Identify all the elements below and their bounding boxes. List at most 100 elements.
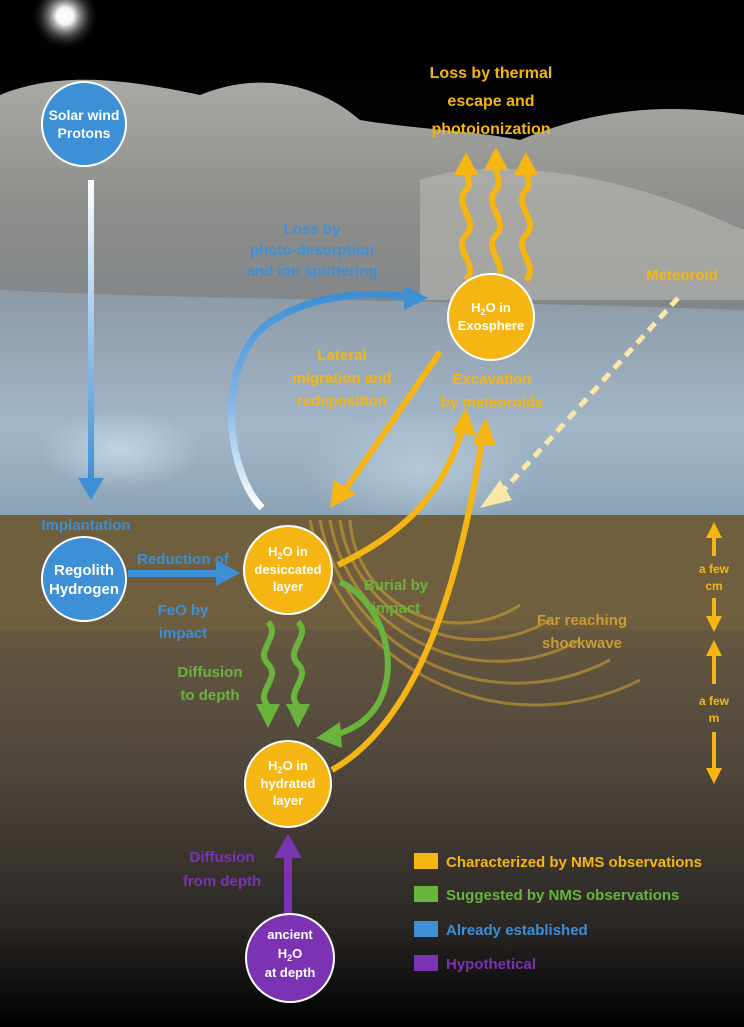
label-thermal-escape-2: escape and — [447, 93, 534, 110]
legend-swatch-hypothetical — [414, 955, 438, 971]
reduction-arrow-shaft — [128, 570, 218, 577]
node-desiccated-formula: H2O in — [268, 544, 308, 561]
thermal-arrowhead-2 — [484, 147, 508, 170]
diffusion-arrowhead-1 — [256, 704, 280, 728]
legend-label-hypothetical: Hypothetical — [446, 956, 536, 973]
legend-swatch-suggested — [414, 886, 438, 902]
node-regolith-line1: Regolith — [54, 562, 114, 579]
node-ancient-line1: ancient — [267, 927, 313, 942]
label-burial-2: impact — [372, 600, 420, 617]
label-shockwave-1: Far reaching — [537, 612, 627, 629]
node-exosphere-formula: H2O in — [471, 300, 511, 317]
node-regolith-line2: Hydrogen — [49, 581, 119, 598]
lateral-migration-arrowhead — [330, 480, 356, 508]
lateral-migration-arrow — [342, 350, 443, 492]
label-scale-m-1: a few — [699, 694, 730, 708]
thermal-arrowhead-1 — [454, 152, 478, 175]
burial-arrowhead — [316, 722, 342, 748]
legend-swatch-characterized — [414, 853, 438, 869]
legend-label-established: Already established — [446, 922, 588, 939]
reduction-arrowhead — [216, 560, 240, 586]
label-scale-cm: a few cm — [699, 562, 730, 593]
label-diffusion-from: Diffusion from depth — [183, 849, 261, 890]
node-desiccated-line3: layer — [273, 579, 303, 594]
node-solar-wind: Solar wind Protons — [41, 81, 127, 167]
node-hydrated: H2O in hydrated layer — [244, 740, 332, 828]
label-lateral: Lateral migration and redeposition — [292, 347, 391, 410]
legend-label-characterized: Characterized by NMS observations — [446, 854, 702, 871]
label-diffusion-from-2: from depth — [183, 873, 261, 890]
node-exosphere: H2O in Exosphere — [447, 273, 535, 361]
meteoroid-arrow — [500, 296, 680, 494]
label-burial-1: Burial by — [364, 577, 429, 594]
label-thermal-escape-1: Loss by thermal — [430, 65, 553, 82]
implantation-arrow-shaft — [88, 180, 94, 480]
node-hydrated-formula: H2O in — [268, 758, 308, 775]
burial-arrow — [334, 579, 391, 738]
node-regolith-hydrogen: Regolith Hydrogen — [41, 536, 127, 622]
label-reduction-2a: FeO by — [158, 602, 210, 619]
node-solar-wind-line1: Solar wind — [49, 107, 120, 123]
label-excavation-2: by meteoroids — [441, 394, 544, 411]
excavation-arrowhead-2 — [472, 418, 496, 446]
label-photo-desorption-1: Loss by — [284, 221, 341, 238]
implantation-arrowhead — [78, 478, 104, 500]
diffusion-arrowhead-2 — [286, 704, 310, 728]
label-lateral-3: redeposition — [297, 393, 387, 410]
label-scale-m: a few m — [699, 694, 730, 725]
label-burial: Burial by impact — [364, 577, 429, 617]
legend-item-suggested: Suggested by NMS observations — [414, 886, 679, 904]
label-implantation: Implantation — [41, 517, 130, 534]
label-shockwave: Far reaching shockwave — [537, 612, 627, 652]
node-ancient-line3: at depth — [265, 965, 316, 980]
label-excavation: Excavation by meteoroids — [441, 371, 544, 411]
label-photo-desorption-2: photo-desorption — [250, 242, 374, 259]
photo-desorption-arrow — [228, 290, 413, 511]
node-desiccated: H2O in desiccated layer — [243, 525, 333, 615]
node-hydrated-line2: hydrated — [261, 776, 316, 791]
label-scale-cm-1: a few — [699, 562, 730, 576]
label-lateral-2: migration and — [292, 370, 391, 387]
legend-label-suggested: Suggested by NMS observations — [446, 887, 679, 904]
sun-icon — [31, 0, 99, 50]
excavation-arrowhead-1 — [452, 408, 476, 436]
thermal-arrowhead-3 — [514, 152, 538, 175]
label-reduction-2: FeO by impact — [158, 602, 210, 642]
label-thermal-escape: Loss by thermal escape and photoionizati… — [430, 65, 553, 138]
meteoroid-arrowhead — [480, 480, 512, 508]
label-shockwave-2: shockwave — [542, 635, 622, 652]
node-solar-wind-line2: Protons — [58, 125, 111, 141]
label-thermal-escape-3: photoionization — [431, 121, 550, 138]
diffusion-from-depth-shaft — [284, 850, 292, 920]
label-scale-m-2: m — [709, 711, 720, 725]
thermal-escape-arrows — [459, 164, 533, 283]
legend-item-characterized: Characterized by NMS observations — [414, 853, 702, 871]
label-reduction-2b: impact — [159, 625, 207, 642]
impact-dust-left — [40, 410, 200, 490]
node-ancient-formula: H2O — [278, 946, 303, 963]
scale-m-arrows — [706, 640, 722, 784]
label-photo-desorption: Loss by photo-desorption and ion sputter… — [247, 221, 378, 280]
node-hydrated-line3: layer — [273, 793, 303, 808]
impact-dust-center — [300, 410, 540, 530]
label-lateral-1: Lateral — [317, 347, 366, 364]
excavation-arrow-hydrated — [330, 439, 485, 773]
label-diffusion-depth-2: to depth — [180, 687, 239, 704]
legend-item-established: Already established — [414, 921, 588, 939]
scale-cm-arrows — [706, 522, 722, 632]
label-meteoroid: Meteoroid — [646, 267, 718, 284]
diffusion-from-depth-arrowhead — [274, 834, 302, 858]
label-excavation-1: Excavation — [452, 371, 531, 388]
label-photo-desorption-3: and ion sputtering — [247, 263, 378, 280]
excavation-arrow-desiccated — [336, 429, 465, 568]
regolith-cross-section — [0, 515, 744, 1027]
label-diffusion-depth-1: Diffusion — [178, 664, 243, 681]
node-desiccated-line2: desiccated — [254, 562, 321, 577]
photo-desorption-arrowhead — [404, 286, 428, 310]
diffusion-to-depth-arrows — [261, 619, 305, 709]
label-diffusion-depth: Diffusion to depth — [178, 664, 243, 704]
legend-swatch-established — [414, 921, 438, 937]
legend: Characterized by NMS observations Sugges… — [414, 853, 702, 973]
